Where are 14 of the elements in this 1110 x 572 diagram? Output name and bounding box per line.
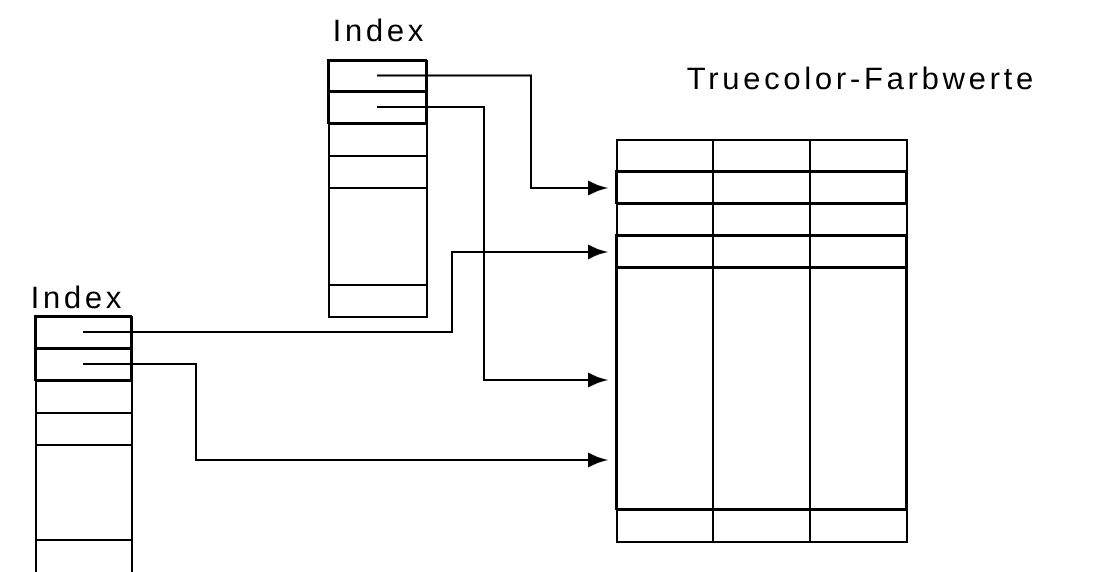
arrow xyxy=(376,74,605,195)
table-heading: Truecolor-Farbwerte xyxy=(687,66,1032,90)
table-row xyxy=(615,234,907,268)
arrow xyxy=(82,245,605,333)
table-row xyxy=(34,347,132,381)
table-heading: Index xyxy=(335,18,423,42)
table-row xyxy=(615,170,907,204)
table-row xyxy=(615,266,907,510)
table-heading: Index xyxy=(33,285,121,309)
table-row xyxy=(327,59,427,92)
arrow xyxy=(376,106,605,387)
table-row xyxy=(34,315,132,349)
table-row xyxy=(327,90,427,124)
arrow xyxy=(82,363,605,467)
